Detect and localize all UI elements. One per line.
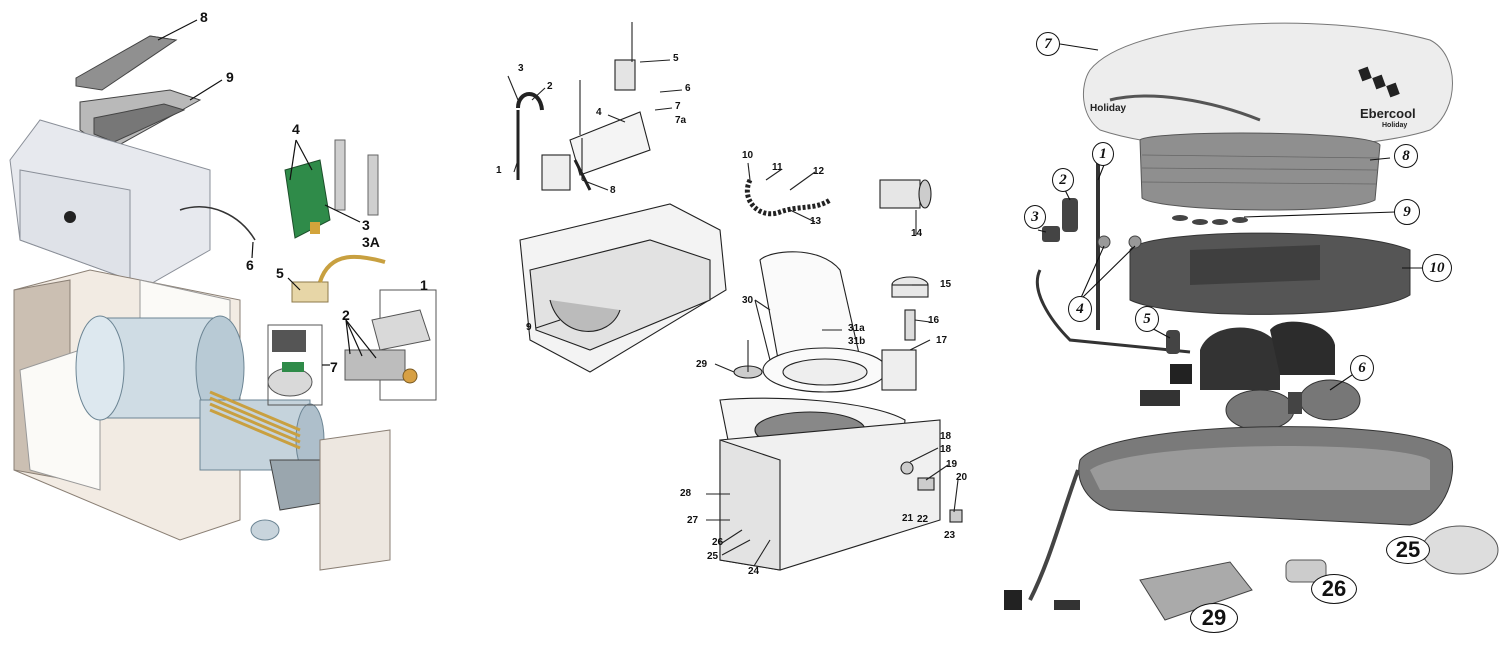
callout-7: 7 <box>675 101 681 112</box>
air-conditioner-diagram: Ebercool Holiday Holiday 7 8 9 10 1 2 3 … <box>990 0 1502 659</box>
side-brand-label: Holiday <box>1090 103 1127 114</box>
callout-3: 3 <box>1024 205 1046 229</box>
callout-20: 20 <box>956 472 968 483</box>
callout-6: 6 <box>685 83 691 94</box>
callout-29: 29 <box>1190 603 1238 633</box>
callout-22: 22 <box>917 514 929 525</box>
callout-10: 10 <box>1422 254 1452 282</box>
callout-18b: 18 <box>940 444 952 455</box>
toilet-diagram: 3 2 1 4 5 6 7 7a 8 9 10 11 12 13 14 15 1… <box>470 0 990 659</box>
callout-26: 26 <box>712 537 724 548</box>
callout-31a: 31a <box>848 323 865 334</box>
callout-2: 2 <box>1052 168 1074 192</box>
water-heater-drawing <box>9 19 437 571</box>
callout-27: 27 <box>687 515 699 526</box>
callout-23: 23 <box>944 530 956 541</box>
callout-3: 3 <box>362 217 370 233</box>
callout-8: 8 <box>610 185 616 196</box>
brand-label: Ebercool <box>1360 106 1416 121</box>
callout-21: 21 <box>902 513 914 524</box>
callout-16: 16 <box>928 315 940 326</box>
callout-2: 2 <box>342 307 350 323</box>
callout-5: 5 <box>1135 306 1159 332</box>
callout-19: 19 <box>946 459 958 470</box>
callout-11: 11 <box>772 162 783 173</box>
callout-8: 8 <box>1394 144 1418 168</box>
callout-28: 28 <box>680 488 692 499</box>
callout-9: 9 <box>1394 199 1420 225</box>
callout-6: 6 <box>1350 355 1374 381</box>
toilet-drawing <box>507 22 963 571</box>
callout-5: 5 <box>276 265 284 281</box>
callout-29: 29 <box>696 359 708 370</box>
callout-4: 4 <box>596 107 602 118</box>
callout-24: 24 <box>748 566 760 577</box>
air-conditioner-drawing <box>1004 22 1499 621</box>
callout-31b: 31b <box>848 336 866 347</box>
callout-4: 4 <box>292 121 300 137</box>
callout-1: 1 <box>496 165 502 176</box>
callout-7a: 7a <box>675 115 687 126</box>
callout-1: 1 <box>1092 142 1114 166</box>
callout-10: 10 <box>742 150 754 161</box>
callout-9: 9 <box>526 322 532 333</box>
callout-25: 25 <box>707 551 719 562</box>
callout-17: 17 <box>936 335 948 346</box>
callout-12: 12 <box>813 166 825 177</box>
callout-5: 5 <box>673 53 679 64</box>
callout-3a: 3A <box>362 234 380 250</box>
callout-6: 6 <box>246 257 254 273</box>
callout-1: 1 <box>420 277 428 293</box>
callout-25: 25 <box>1386 536 1430 564</box>
brand-sub-label: Holiday <box>1382 122 1408 129</box>
callout-15: 15 <box>940 279 952 290</box>
callout-13: 13 <box>810 216 822 227</box>
callout-14: 14 <box>911 228 923 239</box>
water-heater-diagram: 8 9 4 3 3A 6 5 1 2 7 <box>0 0 470 659</box>
callout-8: 8 <box>200 9 208 25</box>
callout-30: 30 <box>742 295 754 306</box>
callout-18a: 18 <box>940 431 952 442</box>
callout-9: 9 <box>226 69 234 85</box>
callout-3: 3 <box>518 63 524 74</box>
callout-2: 2 <box>547 81 553 92</box>
callout-7: 7 <box>1036 32 1060 56</box>
callout-4: 4 <box>1068 296 1092 322</box>
callout-26: 26 <box>1311 574 1357 604</box>
callout-7: 7 <box>330 359 338 375</box>
